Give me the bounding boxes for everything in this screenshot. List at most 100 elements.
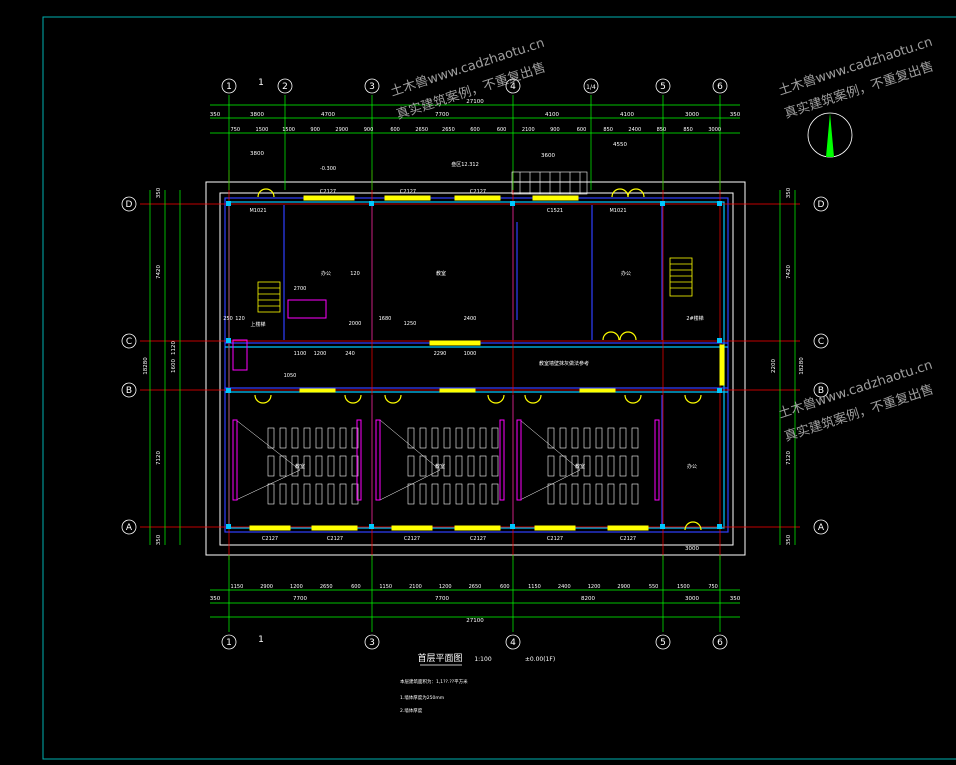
grid-label-C-left: C bbox=[126, 337, 132, 347]
dimension-label: 900 bbox=[310, 127, 320, 133]
desk bbox=[583, 427, 591, 449]
bottom-window-tag-1: C2127 bbox=[262, 536, 278, 542]
dim-right-350-top: 350 bbox=[786, 187, 792, 198]
dim-bottom-2: 7700 bbox=[293, 596, 307, 602]
dim-overall-bottom: 27100 bbox=[466, 618, 484, 624]
interior-dimension: 120 bbox=[235, 316, 245, 322]
room-label-class-1: 教室 bbox=[295, 463, 305, 470]
dimension-label: 2900 bbox=[617, 584, 630, 590]
grid-labels: 1 2 3 4 1/4 5 6 1 1 3 4 5 6 1 D C B A D … bbox=[126, 78, 825, 648]
dimension-label: 900 bbox=[364, 127, 374, 133]
dim-top-7: 3000 bbox=[685, 112, 699, 118]
desk bbox=[631, 427, 639, 449]
desk bbox=[327, 427, 335, 449]
desk bbox=[339, 455, 347, 477]
desk bbox=[419, 427, 427, 449]
dim-top-4: 7700 bbox=[435, 112, 449, 118]
desk bbox=[607, 483, 615, 505]
door-tag-1: M1021 bbox=[249, 208, 266, 214]
grid-label-1-top: 1 bbox=[226, 82, 232, 92]
columns bbox=[226, 201, 722, 529]
desk bbox=[267, 455, 275, 477]
dim-left-7120: 7120 bbox=[156, 451, 162, 465]
desk bbox=[559, 455, 567, 477]
dimension-label: 2650 bbox=[320, 584, 333, 590]
dimension-label: 1200 bbox=[290, 584, 303, 590]
drawing-scale: 1:100 bbox=[474, 656, 491, 663]
dimension-label: 600 bbox=[500, 584, 510, 590]
door-tag-2: M1021 bbox=[609, 208, 626, 214]
grid-label-1-4-top: 1/4 bbox=[586, 84, 596, 91]
dimension-label: 600 bbox=[470, 127, 480, 133]
drawing-level: ±0.00(1F) bbox=[525, 656, 555, 663]
dim-top-5: 4100 bbox=[545, 112, 559, 118]
drawing-note-2: 1.墙体厚度为250mm bbox=[400, 694, 444, 701]
desk bbox=[619, 427, 627, 449]
dimension-label: 1500 bbox=[256, 127, 269, 133]
dim-right-350-bottom: 350 bbox=[786, 534, 792, 545]
dimension-label: 2900 bbox=[260, 584, 273, 590]
window-tag-1: C2127 bbox=[320, 189, 336, 195]
desk bbox=[443, 427, 451, 449]
title-block: 首层平面图 1:100 ±0.00(1F) 本层建筑面积为：1,1??.??平方… bbox=[400, 652, 555, 714]
desk bbox=[315, 427, 323, 449]
grid-bubbles-bottom bbox=[221, 634, 728, 650]
interior-dimension: 1000 bbox=[464, 351, 477, 357]
dimension-label: 750 bbox=[708, 584, 718, 590]
interior-dimension: 2400 bbox=[464, 316, 477, 322]
magenta-blocks bbox=[232, 299, 660, 501]
desk bbox=[607, 455, 615, 477]
desk bbox=[291, 427, 299, 449]
grid-label-3-bottom: 3 bbox=[369, 638, 375, 648]
entry-steps bbox=[511, 171, 588, 195]
desk bbox=[631, 455, 639, 477]
grid-bubbles-side bbox=[121, 196, 829, 535]
stairs bbox=[257, 257, 693, 313]
stair-label-right: 2#楼梯 bbox=[686, 315, 703, 322]
dimension-label: 1200 bbox=[588, 584, 601, 590]
dimension-label: 600 bbox=[577, 127, 587, 133]
room-label-class-4: 办公 bbox=[687, 463, 697, 470]
desk bbox=[267, 483, 275, 505]
grid-label-1-sub-top: 1 bbox=[258, 78, 264, 88]
dim-bottom-extra: 3000 bbox=[685, 546, 699, 552]
desk bbox=[619, 483, 627, 505]
desk bbox=[431, 483, 439, 505]
room-label-class-2: 教室 bbox=[435, 463, 445, 470]
classroom-desks bbox=[267, 427, 639, 505]
dim-top-extra-1: 3800 bbox=[250, 151, 264, 157]
drawing-note-1: 本层建筑面积为：1,1??.??平方米 bbox=[400, 678, 468, 685]
dimension-label: 2400 bbox=[628, 127, 641, 133]
desk bbox=[407, 427, 415, 449]
dim-bottom-5: 3000 bbox=[685, 596, 699, 602]
grid-label-4-bottom: 4 bbox=[510, 638, 516, 648]
desk bbox=[595, 483, 603, 505]
dim-top-extra-2: 3600 bbox=[541, 153, 555, 159]
dim-left-1120: 1120 bbox=[171, 341, 177, 355]
dim-right-7120: 7120 bbox=[786, 451, 792, 465]
dim-right-18280: 18280 bbox=[799, 357, 805, 375]
dimension-text: 27100 27100 350 3800 4700 7700 4100 4100… bbox=[210, 99, 741, 624]
desk bbox=[455, 455, 463, 477]
classroom-hatch bbox=[235, 419, 581, 501]
desk bbox=[547, 483, 555, 505]
dimension-label: 600 bbox=[390, 127, 400, 133]
window-tag-3: C2127 bbox=[470, 189, 486, 195]
dim-top-1: 350 bbox=[210, 112, 221, 118]
dimension-label: 2100 bbox=[409, 584, 422, 590]
dim-top-8: 350 bbox=[730, 112, 741, 118]
bottom-window-tag-6: C2127 bbox=[620, 536, 636, 542]
desk bbox=[467, 455, 475, 477]
interior-dimension: 1050 bbox=[284, 373, 297, 379]
dimension-label: 750 bbox=[231, 127, 241, 133]
dim-left-350-top: 350 bbox=[156, 187, 162, 198]
desk bbox=[595, 427, 603, 449]
dimension-label: 1150 bbox=[528, 584, 541, 590]
dim-bottom-4: 8200 bbox=[581, 596, 595, 602]
dim-top-extra-3: 4550 bbox=[613, 142, 627, 148]
desk bbox=[547, 455, 555, 477]
bottom-window-tag-3: C2127 bbox=[404, 536, 420, 542]
dimension-label: 1500 bbox=[282, 127, 295, 133]
